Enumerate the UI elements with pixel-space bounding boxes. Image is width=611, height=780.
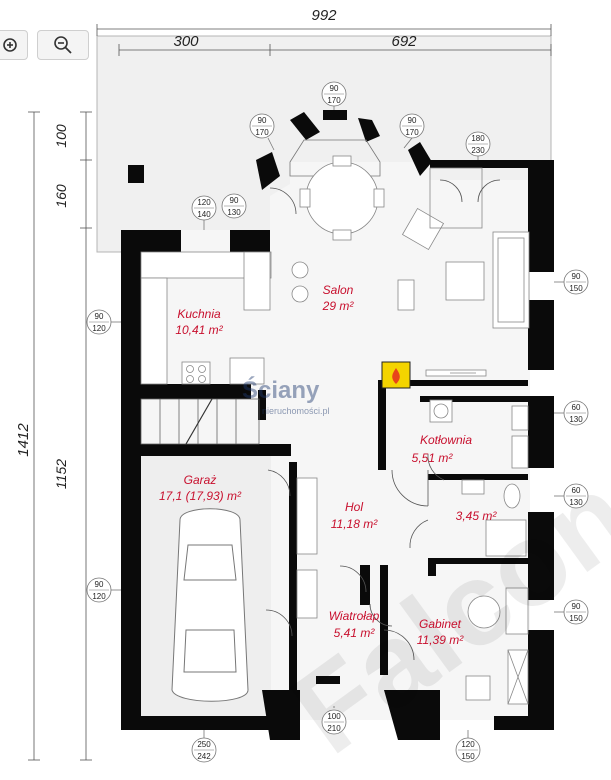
dining-set xyxy=(299,155,385,241)
dimension-lines xyxy=(28,24,552,761)
bathroom-fixtures xyxy=(461,479,527,557)
living-furniture xyxy=(397,167,530,377)
car xyxy=(171,508,249,702)
doors xyxy=(265,179,501,661)
study-furniture xyxy=(465,587,529,705)
zoom-out-icon xyxy=(54,36,72,54)
kitchen-furniture xyxy=(140,251,309,385)
zoom-in-icon xyxy=(3,38,17,52)
walls xyxy=(121,110,554,740)
bay-window-outline xyxy=(289,139,381,177)
zoom-out-button[interactable] xyxy=(37,30,89,60)
zoom-in-button[interactable] xyxy=(0,30,28,60)
flame-icon xyxy=(392,368,400,384)
staircase xyxy=(140,398,260,445)
boiler-room-fixtures xyxy=(429,399,529,469)
closets xyxy=(296,477,318,619)
